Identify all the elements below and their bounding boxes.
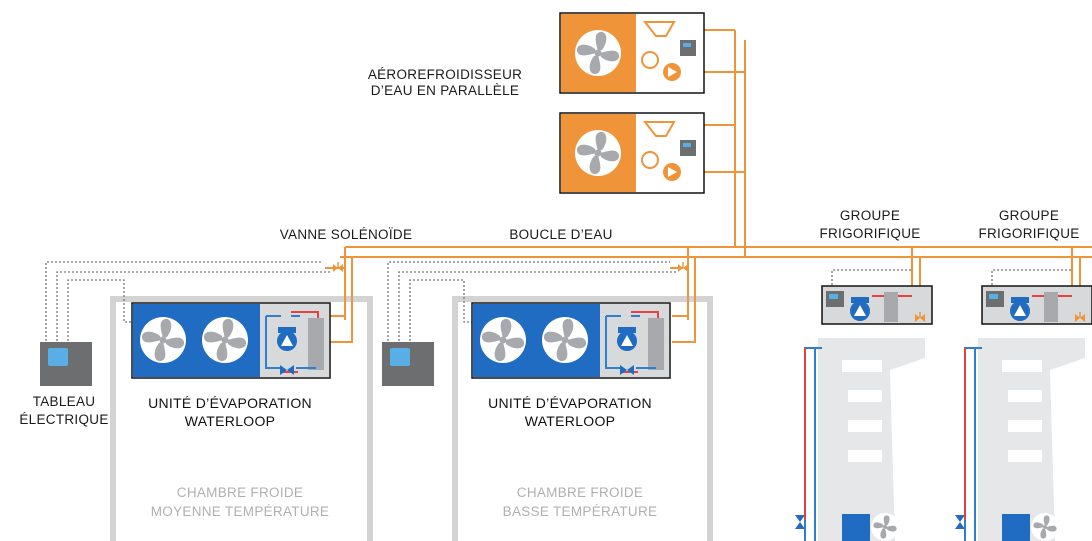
pump-icon bbox=[277, 327, 297, 351]
cold-room-1-label-line2: MOYENNE TEMPÉRATURE bbox=[150, 504, 330, 519]
cold-room-low-temp bbox=[452, 296, 713, 541]
condensing-unit-2-label-line1: GROUPE bbox=[998, 208, 1060, 223]
evap-unit-1-label-line2: WATERLOOP bbox=[184, 413, 276, 429]
condensing-unit-1-label-line2: FRIGORIFIQUE bbox=[819, 226, 921, 241]
condensing-unit-2 bbox=[981, 285, 1092, 325]
control-panel-icon bbox=[48, 348, 68, 366]
cold-room-1-label-line1: CHAMBRE FROIDE bbox=[176, 485, 304, 500]
evap-unit-2-label-line2: WATERLOOP bbox=[524, 413, 616, 429]
control-panel-icon bbox=[390, 348, 410, 366]
pump-icon bbox=[641, 151, 659, 169]
control-wiring bbox=[45, 261, 1072, 345]
fan-icon bbox=[202, 317, 248, 363]
fan-icon bbox=[542, 317, 588, 363]
valve-icon bbox=[795, 515, 805, 529]
control-panel-icon bbox=[680, 40, 696, 56]
condensing-unit-1-label-line1: GROUPE bbox=[839, 208, 901, 223]
fan-icon bbox=[872, 514, 898, 540]
dry-cooler-2 bbox=[559, 112, 705, 194]
evaporator-unit-1 bbox=[131, 302, 331, 379]
fan-icon bbox=[1032, 514, 1058, 540]
solenoid-valve-label: VANNE SOLÉNOÏDE bbox=[279, 227, 413, 242]
pump-icon bbox=[641, 51, 659, 69]
electrical-panel-label-line1: TABLEAU bbox=[32, 394, 96, 409]
evap-unit-2-label-line1: UNITÉ D’ÉVAPORATION bbox=[488, 395, 652, 411]
fan-icon bbox=[575, 30, 621, 76]
condensing-unit-1 bbox=[821, 285, 933, 325]
dry-cooler-1 bbox=[559, 12, 705, 94]
evaporator-unit-2 bbox=[471, 302, 671, 379]
pump-icon bbox=[1010, 297, 1030, 321]
control-panel-icon bbox=[680, 140, 696, 156]
dry-cooler-label-line1: AÉROREFROIDISSEUR bbox=[367, 67, 523, 82]
display-case-2 bbox=[955, 338, 1085, 541]
fan-icon bbox=[575, 130, 621, 176]
heat-exchanger-icon bbox=[308, 318, 324, 370]
pump-icon bbox=[617, 327, 637, 351]
valve-icon bbox=[955, 515, 965, 529]
heat-exchanger-icon bbox=[1044, 292, 1058, 322]
heat-exchanger-icon bbox=[648, 318, 664, 370]
electrical-panel-label-line2: ÉLECTRIQUE bbox=[19, 412, 109, 427]
dry-cooler-label-line2: D’EAU EN PARALLÈLE bbox=[370, 83, 520, 98]
cold-room-2-label-line1: CHAMBRE FROIDE bbox=[516, 485, 644, 500]
fan-icon bbox=[140, 317, 186, 363]
cold-room-medium-temp bbox=[110, 296, 373, 541]
condensing-unit-2-label-line2: FRIGORIFIQUE bbox=[978, 226, 1080, 241]
electrical-panel-1 bbox=[40, 342, 92, 386]
heat-exchanger-icon bbox=[884, 292, 898, 322]
display-case-1 bbox=[795, 338, 925, 541]
water-loop-label: BOUCLE D’EAU bbox=[509, 227, 613, 242]
evap-unit-1-label-line1: UNITÉ D’ÉVAPORATION bbox=[148, 395, 312, 411]
cold-room-2-label-line2: BASSE TEMPÉRATURE bbox=[502, 504, 658, 519]
electrical-panel-2 bbox=[382, 342, 434, 386]
pump-icon bbox=[850, 297, 870, 321]
fan-icon bbox=[480, 317, 526, 363]
